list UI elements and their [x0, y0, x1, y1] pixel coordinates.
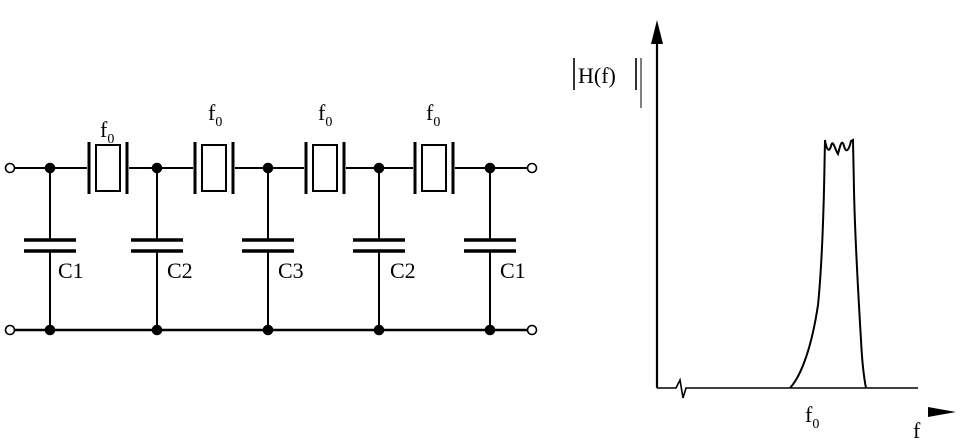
junction-dots	[44, 162, 496, 336]
y-axis-label: H(f)	[578, 63, 616, 88]
capacitor-4-label: C2	[390, 258, 416, 283]
capacitor-1	[24, 168, 76, 330]
crystal-resonators	[87, 142, 455, 194]
capacitor-4	[353, 168, 405, 330]
x-axis-label: f	[913, 418, 921, 443]
crystal-3	[304, 142, 346, 194]
x-axis-arrowhead	[928, 407, 956, 417]
output-terminal-top	[526, 162, 538, 174]
crystal-3-label: f0	[318, 100, 332, 130]
bandpass-response-curve	[789, 138, 867, 389]
output-terminal-bottom	[526, 324, 538, 336]
capacitor-5-label: C1	[500, 258, 526, 283]
capacitor-2	[131, 168, 183, 330]
capacitor-5	[464, 168, 516, 330]
capacitor-1-label: C1	[58, 258, 84, 283]
frequency-response-plot	[651, 20, 956, 417]
input-terminal-top	[4, 162, 16, 174]
capacitor-labels: C1 C2 C3 C2 C1	[58, 258, 526, 283]
x-axis-tick-label: f0	[805, 402, 819, 432]
crystal-1-label: f0	[100, 117, 114, 147]
response-plot-labels: H(f) f0 f	[573, 58, 921, 443]
capacitor-3	[242, 168, 294, 330]
crystal-labels: f0 f0 f0 f0	[100, 100, 440, 147]
crystal-2	[193, 142, 235, 194]
x-axis	[657, 377, 918, 399]
input-terminal-bottom	[4, 324, 16, 336]
y-axis-arrowhead	[651, 20, 663, 44]
crystal-4	[413, 142, 455, 194]
crystal-ladder-filter-circuit	[4, 142, 538, 336]
capacitor-2-label: C2	[167, 258, 193, 283]
shunt-capacitors	[24, 168, 516, 330]
capacitor-3-label: C3	[278, 258, 304, 283]
crystal-2-label: f0	[208, 100, 222, 130]
crystal-1	[87, 142, 129, 194]
crystal-4-label: f0	[426, 100, 440, 130]
